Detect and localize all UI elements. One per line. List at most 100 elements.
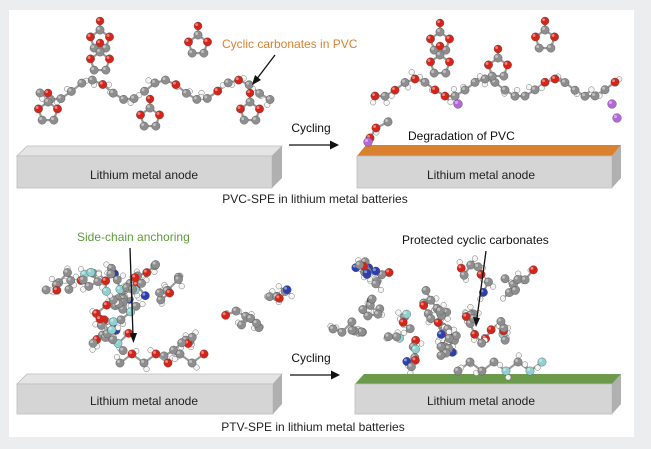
carbon-atom (450, 91, 460, 101)
fluorine-atom (107, 325, 117, 335)
nitrogen-atom (282, 285, 292, 295)
carbon-atom (510, 285, 520, 295)
hydrogen-atom (467, 303, 474, 310)
oxygen-atom (476, 270, 486, 279)
oxygen-atom (550, 32, 559, 42)
pvc-molecule-chain (34, 16, 275, 131)
oxygen-atom (221, 310, 231, 320)
carbon-atom (347, 317, 357, 327)
hydrogen-atom (95, 270, 102, 277)
carbon-atom (435, 50, 445, 60)
nitrogen-atom (362, 268, 372, 278)
carbon-atom (337, 327, 347, 337)
carbon-atom (116, 315, 126, 325)
oxygen-atom (165, 288, 175, 298)
carbon-atom (174, 275, 183, 284)
oxygen-atom (484, 60, 493, 70)
oxygen-atom (430, 85, 440, 95)
carbon-atom (373, 309, 383, 319)
carbon-atom (244, 80, 254, 90)
nitrogen-atom (436, 330, 446, 339)
carbon-atom (49, 115, 59, 125)
carbon-atom (128, 284, 137, 294)
carbon-atom (140, 86, 149, 96)
hydrogen-atom (515, 352, 522, 359)
nitrogen-atom (140, 291, 150, 301)
carbon-atom (487, 71, 497, 81)
carbon-atom (441, 45, 451, 55)
bottom-cycling-arrowhead (331, 370, 340, 380)
carbon-atom (139, 121, 149, 131)
oxygen-atom (445, 57, 454, 67)
carbon-atom (407, 362, 416, 372)
carbon-atom (78, 275, 88, 285)
carbon-atom (66, 87, 76, 96)
hydrogen-atom (447, 99, 454, 106)
carbon-atom (513, 275, 523, 284)
oxygen-atom (203, 37, 212, 47)
side-chain-arrow (129, 247, 134, 336)
oxygen-atom (274, 293, 284, 303)
carbon-atom (255, 89, 264, 98)
carbon-atom (540, 25, 550, 35)
carbon-atom (466, 260, 476, 270)
nitrogen-atom (371, 266, 381, 276)
carbon-atom (84, 281, 94, 291)
carbon-atom (328, 324, 338, 334)
lithium-atom (612, 113, 622, 123)
carbon-atom (477, 366, 487, 376)
oxygen-atom (370, 91, 380, 101)
carbon-atom (169, 345, 178, 355)
bottom-left-anode-label: Lithium metal anode (90, 394, 198, 408)
bottom-cycling-label: Cycling (291, 351, 330, 365)
side-chain-anchor-protected (453, 352, 547, 381)
oxygen-atom (435, 41, 445, 51)
carbon-atom (112, 275, 122, 285)
carbon-atom (520, 275, 530, 285)
oxygen-atom (398, 317, 408, 327)
oxygen-atom (199, 349, 209, 359)
carbon-atom (489, 357, 499, 367)
lithium-atom (607, 99, 617, 109)
carbon-atom (35, 88, 45, 98)
carbon-atom (493, 53, 503, 63)
carbon-atom (477, 338, 487, 348)
carbon-atom (429, 68, 439, 78)
bottom-right-anode-label: Lithium metal anode (427, 394, 535, 408)
carbon-atom (383, 332, 393, 342)
carbon-atom (392, 332, 401, 342)
carbon-atom (453, 366, 463, 376)
oxygen-atom (86, 32, 95, 42)
oxygen-atom (419, 301, 429, 310)
carbon-atom (405, 324, 415, 334)
hydrogen-atom (497, 361, 504, 368)
oxygen-atom (155, 110, 164, 120)
top-callout-label: Cyclic carbonates in PVC (222, 37, 358, 51)
carbon-atom (580, 91, 590, 101)
carbon-atom (177, 338, 187, 348)
bottom-left-anode-slab: Lithium metal anode (16, 373, 283, 415)
figure-panel (9, 10, 634, 437)
oxygen-atom (531, 32, 540, 42)
bottom-caption: PTV-SPE in lithium metal batteries (221, 420, 404, 434)
hydrogen-atom (408, 69, 415, 76)
top-callout-arrow (255, 54, 276, 81)
hydrogen-atom (534, 364, 541, 371)
oxygen-atom (163, 358, 173, 368)
fluorine-atom (525, 366, 535, 376)
carbon-atom (546, 43, 556, 53)
ptv-molecule-network (41, 260, 295, 365)
oxygen-atom (245, 88, 255, 98)
bottom-right-anode-slab: Lithium metal anode (354, 374, 621, 415)
oxygen-atom (610, 77, 620, 87)
oxygen-atom (101, 276, 111, 286)
side-chain-arrowhead (129, 333, 137, 343)
carbon-atom (347, 325, 357, 335)
carbon-atom (199, 48, 209, 58)
oxygen-atom (461, 312, 471, 321)
carbon-atom (460, 85, 470, 95)
carbon-atom (108, 335, 118, 345)
carbon-atom (435, 306, 445, 316)
carbon-atom (237, 320, 246, 330)
lithium-atom (453, 99, 463, 109)
